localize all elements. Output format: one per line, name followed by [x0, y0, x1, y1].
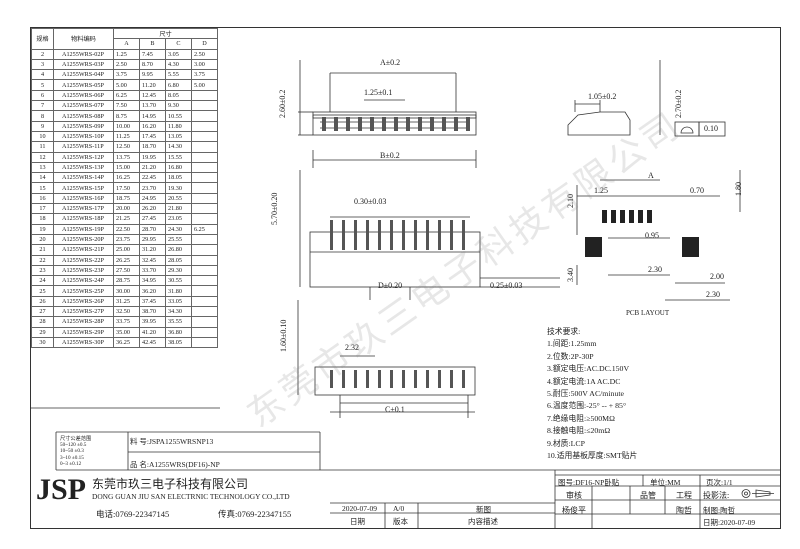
pins-top — [322, 117, 470, 131]
spec-item: 8.接触电阻:≤20mΩ — [547, 426, 611, 436]
dim-a-pitch: 1.25±0.1 — [364, 88, 393, 97]
spec-item: 7.绝缘电阻:≥500MΩ — [547, 413, 615, 423]
cell-dim — [191, 336, 218, 349]
dim-a: A±0.2 — [380, 58, 401, 67]
dim-h260: 2.60±0.2 — [278, 89, 287, 118]
dim-side-h: 2.70±0.2 — [674, 89, 683, 118]
spec-item: 6.温度范围:-25° -- + 85° — [547, 401, 627, 411]
dim-pin-w: 0.30±0.03 — [354, 197, 387, 206]
pcb-pads — [585, 210, 699, 257]
tolerance-line: 10~50 ±0.3 — [60, 448, 84, 455]
tb-review: 审核 — [566, 491, 582, 500]
product-value: A1255WRS(DF16)-NP — [148, 460, 220, 469]
drawing-lines — [30, 60, 781, 529]
pins-front — [330, 220, 465, 250]
company-logo: JSP — [36, 473, 87, 506]
tb-manage: 品管 — [640, 491, 656, 500]
company-name-en: DONG GUAN JIU SAN ELECTRNIC TECHNOLOGY C… — [92, 492, 290, 501]
spec-item: 9.材质:LCP — [547, 438, 585, 448]
material-value: JSPA1255WRSNP13 — [148, 437, 214, 446]
rev-desc: 新图 — [476, 505, 491, 514]
tb-drawer: 制图:陶哲 — [703, 506, 736, 515]
dim-flat: 0.10 — [704, 124, 718, 133]
rev-ver: A/0 — [393, 504, 405, 513]
pcb-p070: 0.70 — [690, 186, 704, 195]
dim-b: B±0.2 — [380, 151, 400, 160]
pcb-p200: 2.00 — [710, 272, 724, 281]
drawing-frame — [30, 27, 781, 529]
tb-eng: 工程 — [676, 491, 692, 500]
dim-side-w: 1.05±0.2 — [588, 92, 617, 101]
product-row: 品 名:A1255WRS(DF16)-NP — [130, 459, 220, 470]
rev-h-date: 日期 — [350, 517, 365, 526]
tb-page: 页次:1/1 — [706, 478, 733, 487]
product-label: 品 名: — [130, 460, 149, 469]
rev-h-ver: 版本 — [393, 517, 408, 526]
projection-symbol-icon — [741, 489, 774, 498]
pcb-title: PCB LAYOUT — [626, 309, 670, 317]
spec-item: 1.间距:1.25mm — [547, 339, 597, 349]
spec-title: 技术要求: — [547, 327, 581, 336]
pcb-p230a: 2.30 — [648, 265, 662, 274]
spec-item: 3.额定电压:AC.DC.150V — [547, 364, 630, 374]
dim-c: C±0.1 — [385, 405, 405, 414]
pcb-a: A — [648, 171, 654, 180]
pcb-p180: 1.80 — [734, 182, 743, 196]
tolerance-title: 尺寸公差范围 — [60, 436, 92, 442]
tech-spec: 技术要求: 1.间距:1.25mm 2.位数:2P-30P 3.额定电压:AC.DC… — [547, 326, 637, 462]
spec-item: 5.耐压:500V AC/minute — [547, 389, 624, 399]
pcb-p340: 3.40 — [566, 268, 575, 282]
pcb-p095: 0.95 — [645, 231, 659, 240]
material-row: 料 号:JSPA1255WRSNP13 — [130, 436, 213, 447]
pcb-p125: 1.25 — [594, 186, 608, 195]
tb-unit: 单位:MM — [650, 478, 681, 487]
dim-w232: 2.32 — [345, 343, 359, 352]
material-label: 料 号: — [130, 437, 149, 446]
spec-item: 4.额定电流:1A AC.DC — [547, 376, 621, 386]
spec-item: 2.位数:2P-30P — [547, 351, 594, 361]
dim-h160: 1.60±0.10 — [279, 319, 288, 352]
company-name-cn: 东莞市玖三电子科技有限公司 — [92, 477, 249, 491]
tb-reviewer: 杨俊平 — [562, 506, 586, 515]
dim-d: D±0.20 — [378, 281, 403, 290]
tolerance-line: 0~3 ±0.12 — [60, 460, 82, 467]
tb-engineer: 陶哲 — [676, 506, 692, 515]
tb-projection: 投影法: — [703, 491, 730, 500]
tolerance-line: 50~120 ±0.5 — [60, 442, 87, 449]
dim-h570: 5.70±0.20 — [270, 192, 279, 225]
tb-drawing-no: 图号:DF16-NP卧贴 — [558, 478, 620, 487]
tb-draw-date: 日期:2020-07-09 — [703, 518, 756, 527]
rev-h-desc: 内容描述 — [468, 517, 498, 526]
pins-bottom — [330, 370, 465, 388]
rev-date: 2020-07-09 — [342, 504, 377, 513]
spec-item: 10.适用基板厚度:SMT贴片 — [547, 451, 638, 461]
dim-pin-t: 0.25±0.03 — [490, 281, 523, 290]
tolerance-line: 3~10 ±0.15 — [60, 454, 84, 461]
company-fax: 传真:0769-22347155 — [218, 509, 292, 519]
company-tel: 电话:0769-22347145 — [96, 509, 170, 519]
pcb-p230b: 2.30 — [706, 290, 720, 299]
